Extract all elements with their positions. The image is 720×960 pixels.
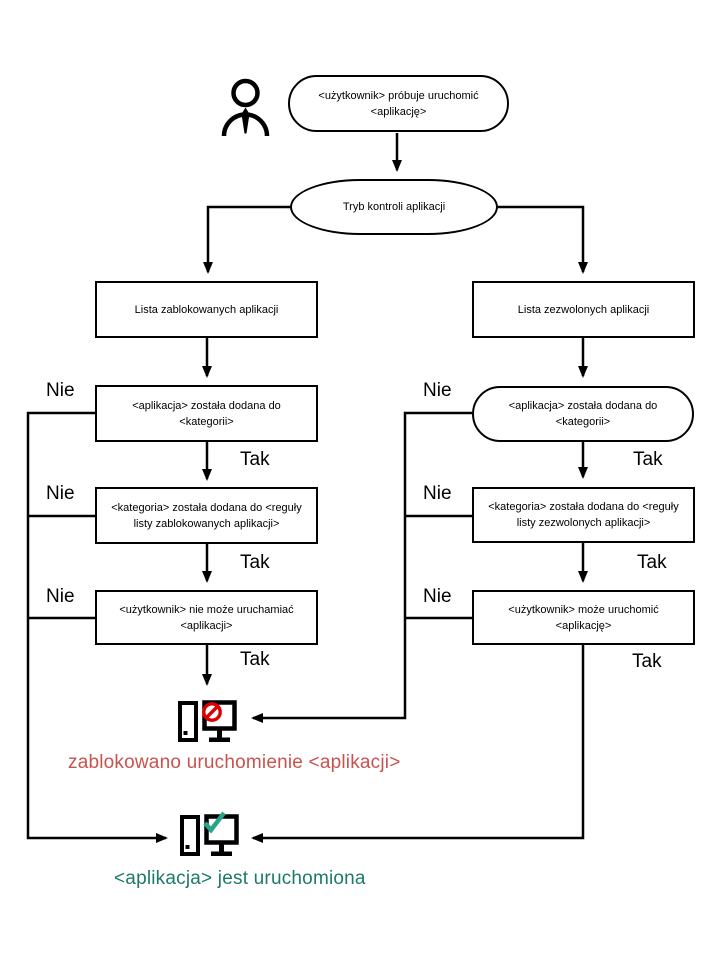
label-nie-right-1: Nie	[423, 380, 452, 401]
node-left-check-category-line1: <aplikacja> została dodana do <kategorii…	[132, 399, 281, 428]
node-right-check-category: <aplikacja> została dodana do <kategorii…	[472, 386, 694, 442]
node-left-outcome-line1: <użytkownik> nie może uruchamiać	[119, 603, 294, 616]
node-right-outcome: <użytkownik> może uruchomić <aplikację>	[472, 590, 695, 645]
node-blocked-list: Lista zablokowanych aplikacji	[95, 281, 318, 338]
node-allowed-list-line1: Lista zezwolonych aplikacji	[517, 303, 650, 316]
result-blocked-text: zablokowano uruchomienie <aplikacji>	[68, 752, 401, 773]
label-nie-left-2: Nie	[46, 483, 75, 504]
label-tak-right-1: Tak	[633, 449, 663, 470]
computer-check-icon	[180, 811, 239, 856]
node-left-check-rule-line1: <kategoria> została dodana do <reguły	[111, 501, 302, 514]
label-tak-right-3: Tak	[632, 651, 662, 672]
node-right-check-rule-line1: <kategoria> została dodana do <reguły	[488, 501, 679, 513]
result-running-text: <aplikacja> jest uruchomiona	[114, 868, 366, 889]
label-tak-left-2: Tak	[240, 552, 270, 573]
node-start-line2: <aplikację>	[370, 105, 427, 118]
node-left-outcome: <użytkownik> nie może uruchamiać <aplika…	[95, 590, 318, 645]
label-nie-right-2: Nie	[423, 483, 452, 504]
node-right-check-rule: <kategoria> została dodana do <reguły li…	[472, 487, 695, 543]
node-start-line1: <użytkownik> próbuje uruchomić	[318, 89, 479, 102]
node-left-outcome-line2: <aplikacji>	[180, 619, 233, 632]
label-nie-right-3: Nie	[423, 586, 452, 607]
node-control-mode: Tryb kontroli aplikacji	[290, 179, 498, 235]
node-allowed-list: Lista zezwolonych aplikacji	[472, 281, 695, 338]
user-icon	[221, 78, 270, 137]
node-left-check-category: <aplikacja> została dodana do <kategorii…	[95, 385, 318, 442]
node-blocked-list-line1: Lista zablokowanych aplikacji	[134, 303, 279, 316]
label-tak-left-1: Tak	[240, 449, 270, 470]
node-control-mode-line1: Tryb kontroli aplikacji	[342, 201, 446, 213]
label-tak-left-3: Tak	[240, 649, 270, 670]
node-start: <użytkownik> próbuje uruchomić <aplikacj…	[288, 75, 509, 132]
node-right-outcome-line1: <użytkownik> może uruchomić <aplikację>	[508, 603, 659, 632]
label-nie-left-1: Nie	[46, 380, 75, 401]
node-left-check-rule-line2: listy zablokowanych aplikacji>	[133, 517, 280, 530]
node-right-check-category-line1: <aplikacja> została dodana do <kategorii…	[508, 400, 658, 428]
node-right-check-rule-line2: listy zezwolonych aplikacji>	[516, 517, 651, 529]
label-nie-left-3: Nie	[46, 586, 75, 607]
node-left-check-rule: <kategoria> została dodana do <reguły li…	[95, 487, 318, 544]
label-tak-right-2: Tak	[637, 552, 667, 573]
computer-blocked-icon	[178, 700, 237, 742]
